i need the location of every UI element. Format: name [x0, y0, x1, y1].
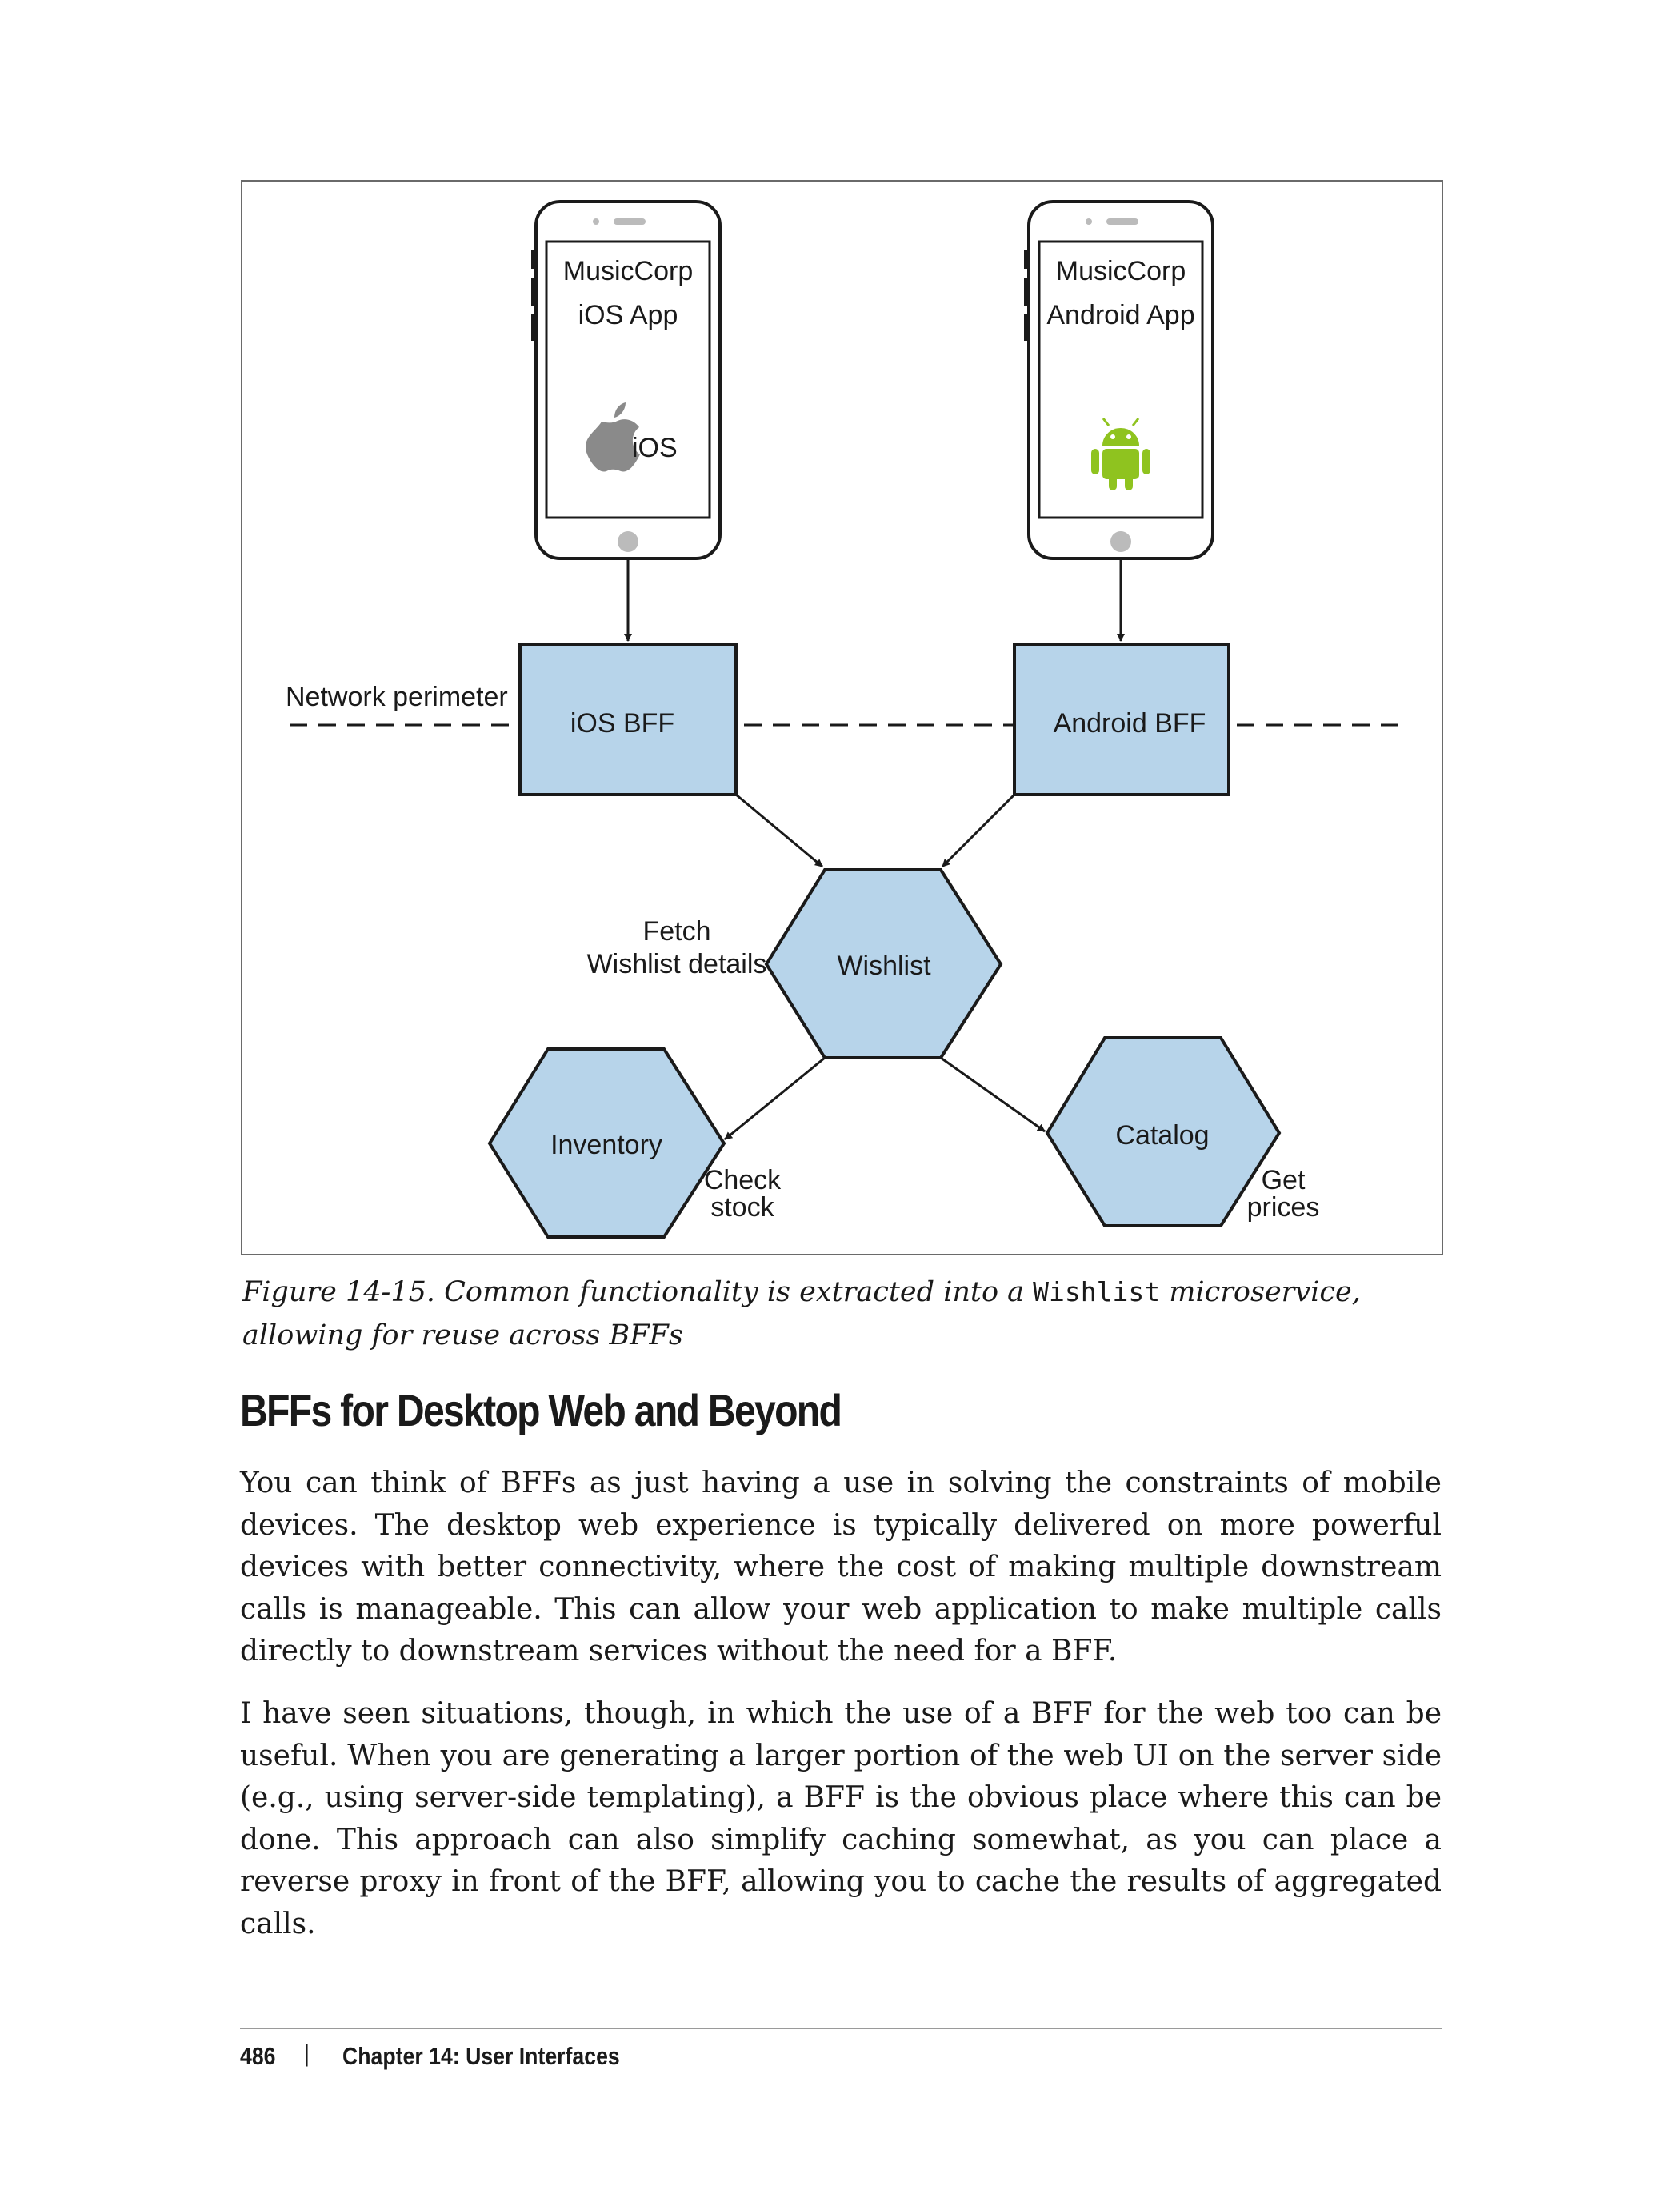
check-stock-label-line1: Check [704, 1165, 782, 1195]
ios-bff-box [518, 643, 738, 796]
figure-frame [241, 180, 1443, 1255]
catalog-label: Catalog [1115, 1120, 1209, 1151]
android-bff-box [1013, 643, 1230, 796]
android-bff-to-wishlist-arrow [941, 793, 1016, 868]
inventory-label: Inventory [550, 1130, 662, 1160]
android-bff-label: Android BFF [1054, 708, 1206, 739]
paragraph-2: I have seen situations, though, in which… [240, 1697, 1442, 1940]
ios-app-title-line2: iOS App [578, 300, 678, 330]
ios-logo-label: iOS [632, 433, 678, 463]
home-button [1110, 531, 1131, 552]
android-icon [1091, 418, 1150, 490]
wishlist-to-catalog-arrow [940, 1056, 1046, 1133]
fetch-label-line1: Fetch [642, 916, 710, 947]
fetch-label-line2: Wishlist details [587, 949, 767, 979]
apple-icon [585, 402, 640, 472]
get-prices-label-line2: prices [1247, 1192, 1320, 1223]
catalog-hexagon [1045, 1036, 1282, 1227]
caption-code: Wishlist [1033, 1276, 1161, 1307]
caption-suffix: microservice, allowing for reuse across … [242, 1276, 1361, 1351]
wishlist-to-inventory-arrow [724, 1056, 826, 1141]
chapter-title: Chapter 14: User Interfaces [342, 2042, 620, 2070]
wishlist-label: Wishlist [837, 951, 931, 981]
ios-phone: MusicCorp iOS App iOS [531, 200, 722, 560]
section-heading: BFFs for Desktop Web and Beyond [240, 1385, 842, 1435]
android-phone: MusicCorp Android App [1024, 200, 1214, 560]
page-number: 486 [240, 2042, 276, 2070]
network-perimeter-label: Network perimeter [286, 682, 508, 712]
android-app-title-line2: Android App [1046, 300, 1194, 330]
paragraph-1: You can think of BFFs as just having a u… [240, 1467, 1442, 1668]
footer-divider [240, 2028, 1442, 2029]
inventory-hexagon [487, 1047, 726, 1239]
ios-app-title-line1: MusicCorp [563, 256, 693, 286]
bff-architecture-diagram: MusicCorp iOS App iOS MusicCorp Android … [241, 180, 1443, 1255]
footer-separator: | [304, 2039, 310, 2067]
ios-bff-to-wishlist-arrow [735, 793, 823, 868]
ios-bff-label: iOS BFF [570, 708, 674, 739]
android-app-title-line1: MusicCorp [1056, 256, 1186, 286]
home-button [618, 531, 638, 552]
figure-caption: Figure 14-15. Common functionality is ex… [242, 1271, 1442, 1357]
caption-prefix: Figure 14-15. Common functionality is ex… [242, 1276, 1034, 1308]
check-stock-label-line2: stock [710, 1192, 774, 1223]
get-prices-label-line1: Get [1262, 1165, 1306, 1195]
